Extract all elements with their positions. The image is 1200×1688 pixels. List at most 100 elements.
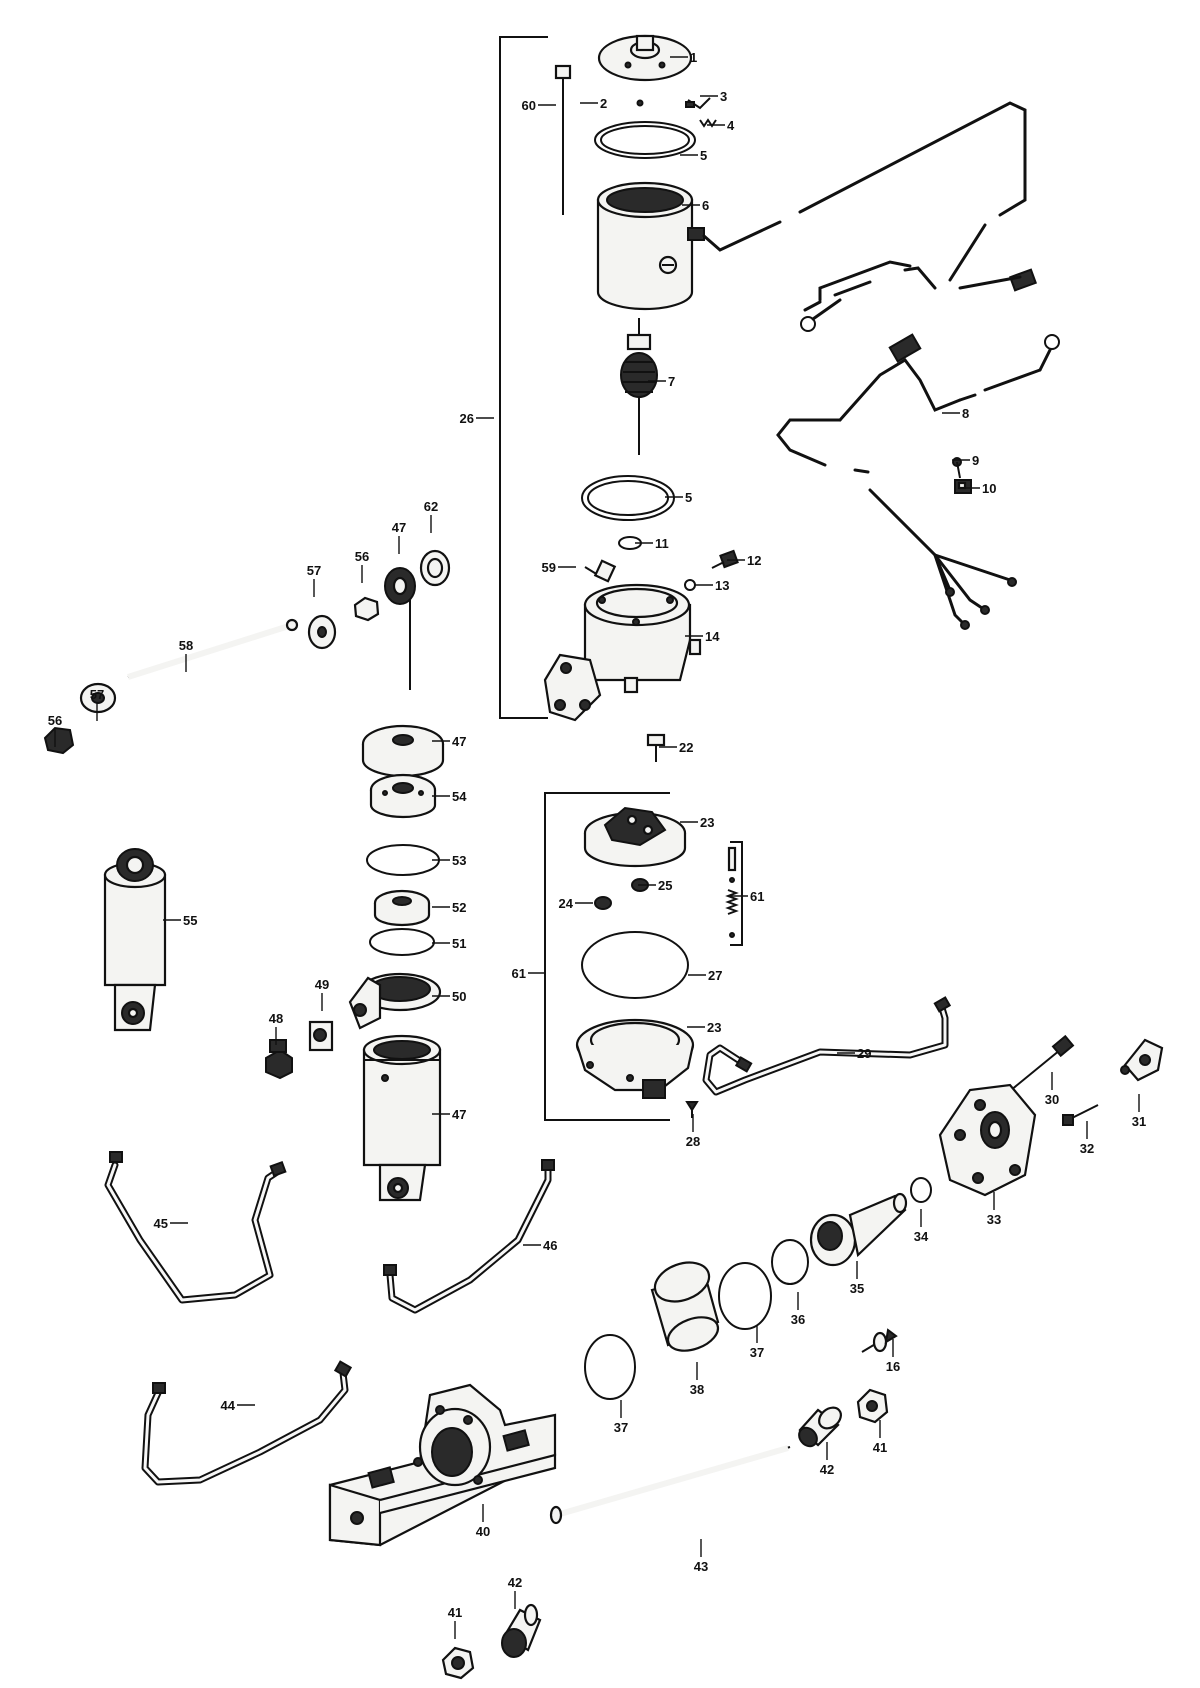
callout-number: 56 xyxy=(355,549,369,564)
callout-6: 6 xyxy=(682,198,709,213)
wire-harness-8 xyxy=(776,333,1060,630)
spring-kit-61 xyxy=(725,846,739,938)
callout-27: 27 xyxy=(688,968,722,983)
callout-24: 24 xyxy=(559,896,593,911)
callout-26: 26 xyxy=(460,411,494,426)
callout-number: 61 xyxy=(750,889,764,904)
callout-37: 37 xyxy=(614,1400,628,1435)
callout-number: 23 xyxy=(700,815,714,830)
callout-number: 22 xyxy=(679,740,693,755)
screw-28 xyxy=(685,1101,699,1118)
callout-number: 47 xyxy=(452,734,466,749)
callout-number: 38 xyxy=(690,1382,704,1397)
bolt-30 xyxy=(1004,1034,1075,1096)
callout-number: 7 xyxy=(668,374,675,389)
callout-33: 33 xyxy=(987,1192,1001,1227)
piston-54 xyxy=(369,773,437,819)
callout-47: 47 xyxy=(432,734,466,749)
callout-number: 51 xyxy=(452,936,466,951)
callout-51: 51 xyxy=(432,936,466,951)
hex-nut-56-upper xyxy=(353,596,380,622)
cylinder-47-lower xyxy=(362,1034,442,1202)
callout-5: 5 xyxy=(680,148,707,163)
callout-4: 4 xyxy=(707,118,735,133)
cylinder-clamp-50 xyxy=(348,972,442,1030)
callout-number: 37 xyxy=(614,1420,628,1435)
callout-57: 57 xyxy=(307,563,321,597)
callout-number: 49 xyxy=(315,977,329,992)
callout-number: 44 xyxy=(221,1398,236,1413)
o-ring-34 xyxy=(910,1177,932,1203)
hydraulic-line-44 xyxy=(141,1360,353,1486)
callout-28: 28 xyxy=(686,1114,700,1149)
callout-23: 23 xyxy=(680,815,714,830)
callout-48: 48 xyxy=(269,1011,283,1045)
callout-number: 48 xyxy=(269,1011,283,1026)
callout-number: 14 xyxy=(705,629,720,644)
callout-number: 25 xyxy=(658,878,672,893)
callout-number: 3 xyxy=(720,89,727,104)
callout-16: 16 xyxy=(886,1339,900,1374)
callout-36: 36 xyxy=(791,1292,805,1327)
callout-number: 4 xyxy=(727,118,735,133)
bolt-59 xyxy=(584,559,617,583)
callout-number: 11 xyxy=(655,536,669,551)
callout-41: 41 xyxy=(448,1605,462,1639)
callout-number: 61 xyxy=(512,966,526,981)
o-ring-51 xyxy=(369,928,435,956)
bracket-31 xyxy=(1120,1038,1164,1082)
o-ring-37-lower xyxy=(584,1334,636,1400)
fitting-48 xyxy=(265,1039,293,1080)
callout-42: 42 xyxy=(508,1575,522,1609)
plug-16 xyxy=(861,1328,898,1353)
callout-number: 34 xyxy=(914,1229,929,1244)
callout-number: 5 xyxy=(700,148,707,163)
trim-cylinder-55 xyxy=(103,848,167,1032)
through-bolt-60 xyxy=(554,64,572,215)
brush-clip xyxy=(685,97,711,110)
callout-31: 31 xyxy=(1132,1094,1146,1129)
callout-9: 9 xyxy=(952,453,979,468)
callout-number: 37 xyxy=(750,1345,764,1360)
callout-22: 22 xyxy=(659,740,693,755)
callout-8: 8 xyxy=(942,406,969,421)
callout-3: 3 xyxy=(700,89,727,104)
trim-shaft-43 xyxy=(549,1445,791,1525)
o-ring-upper xyxy=(594,121,696,159)
callout-47: 47 xyxy=(392,520,406,554)
callout-number: 54 xyxy=(452,789,467,804)
callout-number: 26 xyxy=(460,411,474,426)
callout-59: 59 xyxy=(542,560,576,575)
callout-52: 52 xyxy=(432,900,466,915)
callout-49: 49 xyxy=(315,977,329,1011)
callout-number: 50 xyxy=(452,989,466,1004)
callout-number: 45 xyxy=(154,1216,168,1231)
callout-number: 36 xyxy=(791,1312,805,1327)
bushing-42-left xyxy=(501,1603,542,1658)
callout-45: 45 xyxy=(154,1216,188,1231)
callout-58: 58 xyxy=(179,638,193,672)
callout-32: 32 xyxy=(1080,1121,1094,1156)
callout-number: 29 xyxy=(857,1046,871,1061)
callout-57: 57 xyxy=(90,687,104,721)
pivot-rod-58 xyxy=(127,618,299,680)
callout-number: 33 xyxy=(987,1212,1001,1227)
callout-number: 24 xyxy=(559,896,574,911)
callout-number: 23 xyxy=(707,1020,721,1035)
callout-number: 2 xyxy=(600,96,607,111)
callout-number: 62 xyxy=(424,499,438,514)
callout-number: 42 xyxy=(820,1462,834,1477)
o-ring-53 xyxy=(366,844,440,876)
callout-37: 37 xyxy=(750,1325,764,1360)
callout-number: 28 xyxy=(686,1134,700,1149)
small-ball xyxy=(636,99,644,107)
nut-62 xyxy=(419,549,451,587)
washer-57-lower xyxy=(79,682,117,714)
callout-56: 56 xyxy=(48,713,62,747)
callout-23: 23 xyxy=(687,1020,721,1035)
screw-22 xyxy=(646,733,666,762)
callout-number: 52 xyxy=(452,900,466,915)
bracket-group-61-outer xyxy=(544,792,670,1121)
callout-30: 30 xyxy=(1045,1072,1059,1107)
